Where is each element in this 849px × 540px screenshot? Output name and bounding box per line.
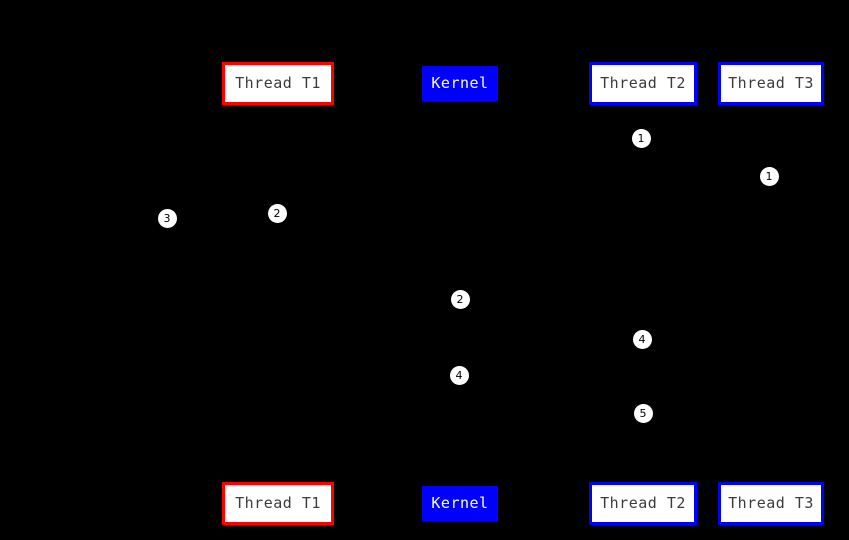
lifeline-foot-thread-t1-label: Thread T1 — [235, 494, 321, 512]
lifeline-head-thread-t1[interactable]: Thread T1 — [222, 62, 334, 105]
step-badge[interactable]: 4 — [632, 329, 652, 349]
lifeline-head-kernel-label: Kernel — [431, 74, 489, 92]
message-arrow-3 — [167, 228, 278, 229]
step-badge-number: 4 — [638, 332, 646, 346]
step-badge-number: 2 — [456, 292, 464, 306]
step-badge[interactable]: 5 — [633, 403, 653, 423]
lifeline-stem-thread-t3 — [771, 105, 772, 482]
lifeline-notch-thread-t1-top — [275, 104, 280, 108]
message-arrow-2 — [278, 223, 460, 224]
lifeline-head-thread-t3[interactable]: Thread T3 — [718, 62, 824, 105]
lifeline-foot-thread-t2[interactable]: Thread T2 — [589, 482, 697, 525]
lifeline-head-thread-t3-label: Thread T3 — [728, 74, 814, 92]
message-arrow-4 — [460, 309, 643, 310]
step-badge-number: 3 — [163, 211, 171, 225]
lifeline-foot-thread-t1[interactable]: Thread T1 — [222, 482, 334, 525]
lifeline-foot-kernel[interactable]: Kernel — [422, 486, 498, 521]
step-badge-number: 2 — [273, 206, 281, 220]
activation-bar-thread-t2 — [638, 128, 647, 428]
message-arrow-5 — [460, 385, 643, 386]
lifeline-head-thread-t2[interactable]: Thread T2 — [589, 62, 697, 105]
lifeline-foot-thread-t3-label: Thread T3 — [728, 494, 814, 512]
lifeline-notch-thread-t1-bottom — [275, 478, 280, 482]
step-badge[interactable]: 1 — [631, 128, 651, 148]
step-badge[interactable]: 4 — [449, 365, 469, 385]
step-badge[interactable]: 1 — [759, 166, 779, 186]
lifeline-foot-thread-t3[interactable]: Thread T3 — [718, 482, 824, 525]
step-badge-number: 5 — [639, 406, 647, 420]
lifeline-notch-thread-t3-top — [768, 104, 773, 108]
activation-bar-thread-t1 — [273, 203, 282, 433]
lifeline-foot-thread-t2-label: Thread T2 — [600, 494, 686, 512]
step-badge[interactable]: 3 — [157, 208, 177, 228]
step-badge-number: 4 — [455, 368, 463, 382]
lifeline-head-kernel[interactable]: Kernel — [422, 66, 498, 101]
step-badge-number: 1 — [637, 131, 645, 145]
lifeline-notch-thread-t3-bottom — [768, 478, 773, 482]
lifeline-head-thread-t1-label: Thread T1 — [235, 74, 321, 92]
lifeline-notch-thread-t2-top — [640, 104, 645, 108]
lifeline-foot-kernel-label: Kernel — [431, 494, 489, 512]
step-badge[interactable]: 2 — [450, 289, 470, 309]
lifeline-head-thread-t2-label: Thread T2 — [600, 74, 686, 92]
message-arrow-1 — [643, 148, 771, 149]
step-badge-number: 1 — [765, 169, 773, 183]
lifeline-notch-thread-t2-bottom — [640, 478, 645, 482]
step-badge[interactable]: 2 — [267, 203, 287, 223]
